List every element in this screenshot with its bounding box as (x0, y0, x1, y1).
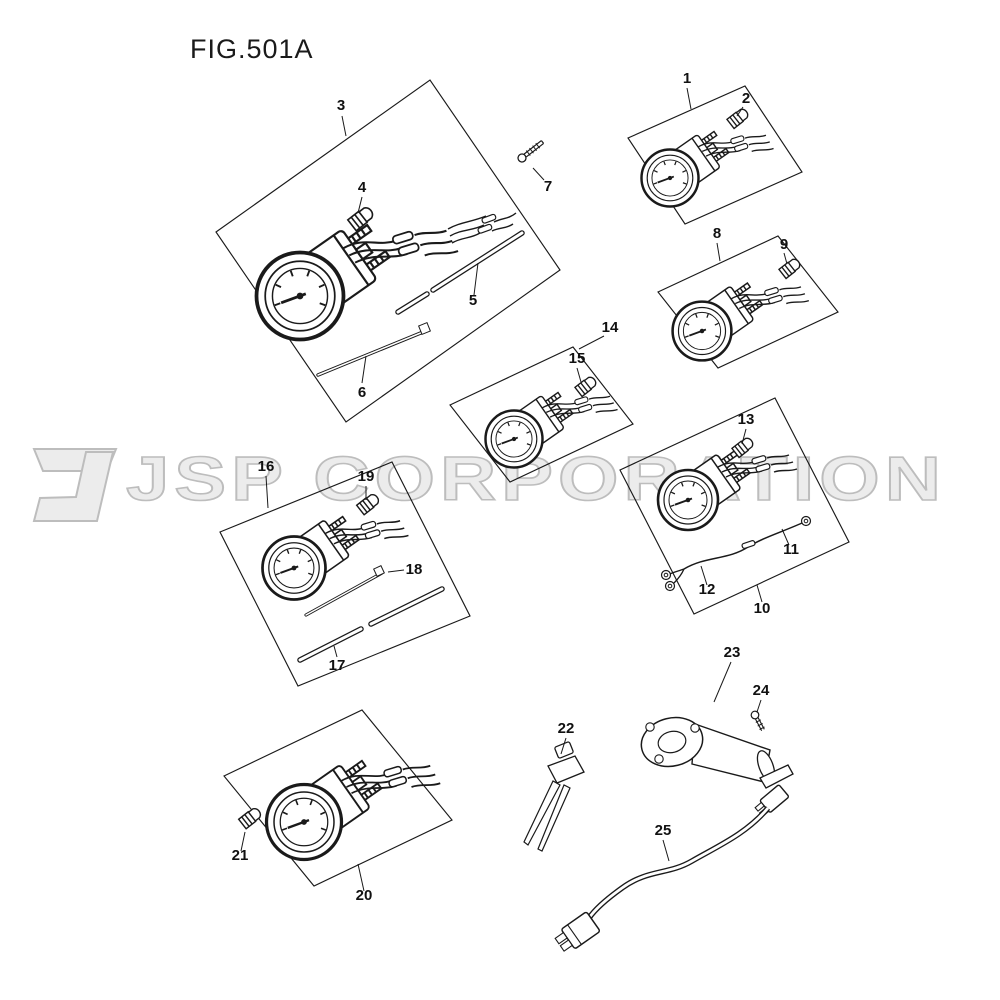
leader-line-20 (357, 863, 365, 892)
callout-13: 13 (738, 411, 755, 428)
screw-part-24 (750, 710, 765, 731)
leader-line-25 (662, 839, 670, 862)
callout-16: 16 (258, 458, 275, 475)
callout-12: 12 (699, 581, 716, 598)
callout-11: 11 (783, 541, 799, 558)
gauge-illustration-20 (264, 751, 442, 862)
callout-22: 22 (558, 720, 575, 737)
leader-line-6 (361, 355, 367, 384)
bulb-part-21 (237, 805, 264, 830)
callout-17: 17 (329, 657, 346, 674)
callout-1: 1 (683, 70, 691, 87)
callout-5: 5 (469, 292, 477, 309)
callout-3: 3 (337, 97, 345, 114)
callout-25: 25 (655, 822, 672, 839)
leader-line-1 (686, 87, 692, 110)
callout-7: 7 (544, 178, 552, 195)
callout-4: 4 (358, 179, 367, 196)
assembly-14: 14 15 (449, 319, 634, 483)
leader-line-11 (781, 528, 790, 546)
leader-line-24 (756, 699, 762, 713)
callout-24: 24 (753, 682, 770, 699)
leader-line-22 (560, 737, 567, 755)
wire-connectors-3 (447, 212, 517, 244)
callout-6: 6 (358, 384, 366, 401)
assembly-10: 10 11 12 13 (619, 397, 850, 617)
gauge-illustration-3 (254, 214, 460, 342)
gauge-illustration-16 (261, 508, 410, 601)
group-box-3 (215, 79, 561, 423)
group-box-10 (619, 397, 850, 615)
leader-line-18 (387, 569, 405, 573)
callout-15: 15 (569, 350, 586, 367)
part-23-24-assembly: 23 24 (640, 644, 794, 789)
cable-connector-b (554, 911, 601, 952)
leader-line-15 (576, 367, 582, 383)
bolt-part-7 (517, 140, 545, 163)
leader-line-13 (741, 428, 747, 445)
assembly-1: 1 2 (627, 70, 803, 225)
callout-8: 8 (713, 225, 721, 242)
leader-line-17 (333, 645, 338, 658)
leader-line-12 (700, 565, 708, 586)
leader-line-16 (265, 475, 269, 509)
part-25-cable: 25 (554, 784, 789, 952)
assembly-3: 3 4 5 6 7 (215, 79, 561, 423)
gauge-illustration-1 (640, 124, 775, 208)
callout-14: 14 (602, 319, 619, 336)
bulb-part-15 (574, 374, 599, 398)
bulb-part-9 (778, 256, 803, 280)
leader-line-14 (578, 335, 605, 350)
leader-line-23 (713, 661, 732, 703)
group-box-16 (219, 461, 471, 687)
leader-line-3 (341, 115, 347, 137)
assembly-20: 20 21 (223, 709, 453, 904)
cable-tie-part-6 (316, 321, 432, 377)
leader-line-4 (357, 196, 363, 214)
tube-part-17 (297, 586, 445, 663)
tube-part-5 (395, 230, 525, 315)
leader-line-7 (532, 167, 545, 181)
callout-18: 18 (406, 561, 423, 578)
part-22-sensor: 22 (523, 720, 585, 852)
callout-19: 19 (358, 468, 375, 485)
cable-connector-a (754, 784, 789, 818)
leader-line-9 (783, 252, 788, 265)
assembly-8: 8 9 (657, 225, 839, 369)
assembly-16: 16 17 18 19 (219, 458, 471, 687)
wire-harness-11-12 (660, 515, 812, 592)
leader-line-21 (240, 831, 246, 852)
callout-2: 2 (742, 90, 750, 107)
bulb-part-4 (346, 204, 377, 232)
callout-10: 10 (754, 600, 771, 617)
leader-line-5 (473, 262, 479, 296)
jsp-logo-icon (32, 448, 118, 522)
cable-tie-part-18 (304, 565, 385, 617)
callout-23: 23 (724, 644, 741, 661)
leader-line-10 (756, 584, 763, 603)
callout-20: 20 (356, 887, 373, 904)
leader-line-8 (716, 242, 721, 262)
bulb-part-2 (726, 106, 751, 130)
callout-9: 9 (780, 236, 788, 253)
gauge-illustration-8 (671, 275, 811, 362)
figure-title: FIG.501A (190, 34, 314, 64)
leader-line-2 (736, 106, 744, 117)
callout-21: 21 (232, 847, 249, 864)
